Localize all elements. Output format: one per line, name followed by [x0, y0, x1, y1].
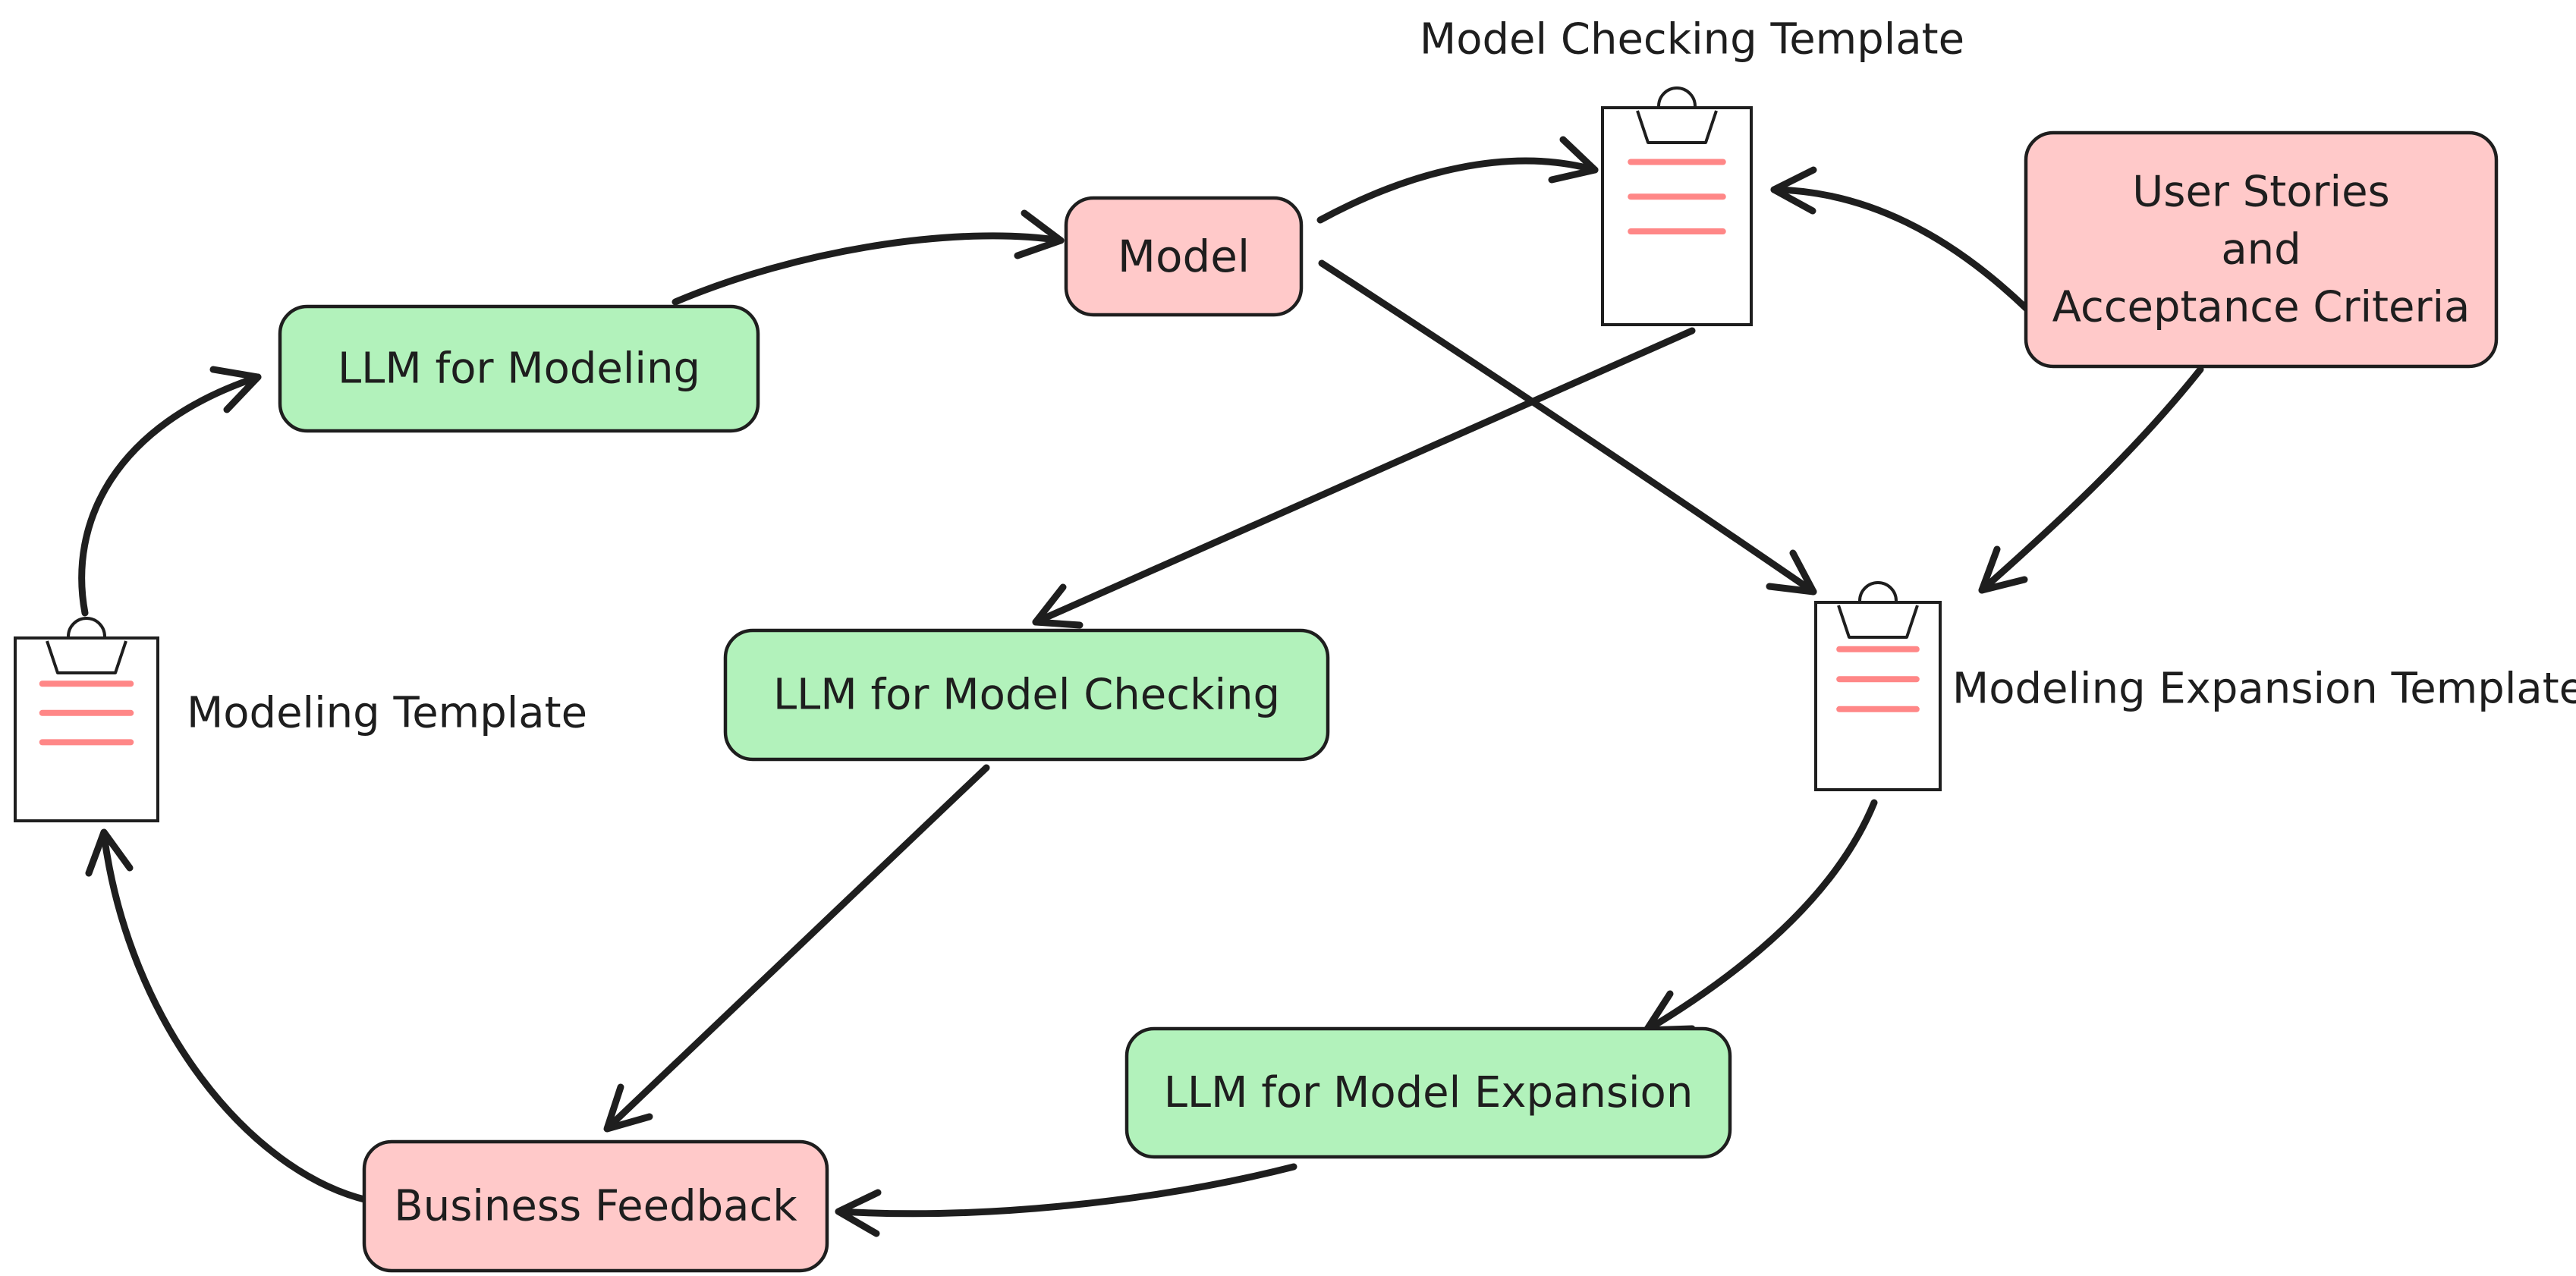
node-user-stories-label: Acceptance Criteria	[2052, 283, 2471, 332]
node-model: Model	[1064, 196, 1304, 317]
arrowhead-icon	[1770, 166, 1817, 215]
node-llm-for-modeling: LLM for Modeling	[278, 304, 760, 433]
node-llm-for-modeling-label: LLM for Modeling	[338, 344, 700, 394]
arrowhead-icon	[1643, 990, 1696, 1034]
arrowhead-icon	[835, 1189, 882, 1237]
arrow-business-feedback-to-modeling-template	[85, 828, 371, 1204]
arrow-shaft	[1978, 366, 2204, 594]
modeling-expansion-template-label: Modeling Expansion Template	[1952, 665, 2576, 714]
node-business-feedback-label: Business Feedback	[394, 1182, 797, 1231]
arrowhead-icon	[603, 1083, 653, 1133]
arrow-model-to-model-checking-template	[1316, 136, 1599, 224]
model-checking-template-clipboard-icon	[1601, 86, 1753, 326]
modeling-template-label: Modeling Template	[187, 689, 587, 738]
arrow-shaft	[605, 764, 990, 1130]
arrow-shaft	[1316, 157, 1599, 224]
arrow-shaft	[1032, 327, 1696, 626]
arrowhead-icon	[1014, 209, 1065, 259]
arrow-shaft	[1643, 799, 1878, 1034]
arrow-shaft	[1770, 186, 2031, 313]
model-checking-template-label: Model Checking Template	[1420, 15, 1964, 64]
node-llm-for-model-expansion: LLM for Model Expansion	[1124, 1026, 1732, 1159]
arrow-llm-for-model-expansion-to-business-feedback	[835, 1163, 1297, 1237]
arrowhead-icon	[1548, 136, 1599, 184]
arrowhead-icon	[1766, 549, 1817, 596]
node-user-stories-label: and	[2221, 225, 2301, 275]
arrow-shaft	[78, 373, 262, 617]
modeling-template-clipboard-icon	[14, 617, 159, 822]
node-model-label: Model	[1118, 231, 1250, 282]
modeling-expansion-template-clipboard-icon	[1814, 581, 1942, 791]
arrow-llm-for-modeling-to-model	[672, 209, 1065, 306]
node-llm-for-model-expansion-label: LLM for Model Expansion	[1164, 1068, 1694, 1117]
arrow-user-stories-to-model-checking-template	[1770, 166, 2031, 313]
arrowhead-icon	[1978, 545, 2028, 594]
arrowhead-icon	[1032, 583, 1084, 629]
node-user-stories-label: User Stories	[2132, 168, 2389, 217]
arrow-shaft	[837, 1163, 1297, 1218]
arrowhead-icon	[85, 828, 134, 877]
arrow-modeling-expansion-template-to-llm-for-model-expansion	[1643, 799, 1878, 1034]
arrowhead-icon	[209, 366, 262, 413]
node-llm-for-model-checking-label: LLM for Model Checking	[773, 671, 1280, 720]
node-business-feedback: Business Feedback	[362, 1139, 829, 1273]
arrow-shaft	[100, 831, 371, 1204]
arrow-llm-for-model-checking-to-business-feedback	[603, 764, 990, 1133]
arrow-shaft	[672, 232, 1065, 306]
arrow-modeling-template-to-llm-for-modeling	[78, 366, 262, 617]
arrow-model-checking-template-to-llm-for-model-checking	[1032, 327, 1696, 629]
arrow-shaft	[1318, 259, 1817, 596]
arrow-model-to-modeling-expansion-template	[1318, 259, 1817, 596]
node-llm-for-model-checking: LLM for Model Checking	[723, 628, 1330, 762]
arrow-user-stories-to-modeling-expansion-template	[1978, 366, 2204, 594]
